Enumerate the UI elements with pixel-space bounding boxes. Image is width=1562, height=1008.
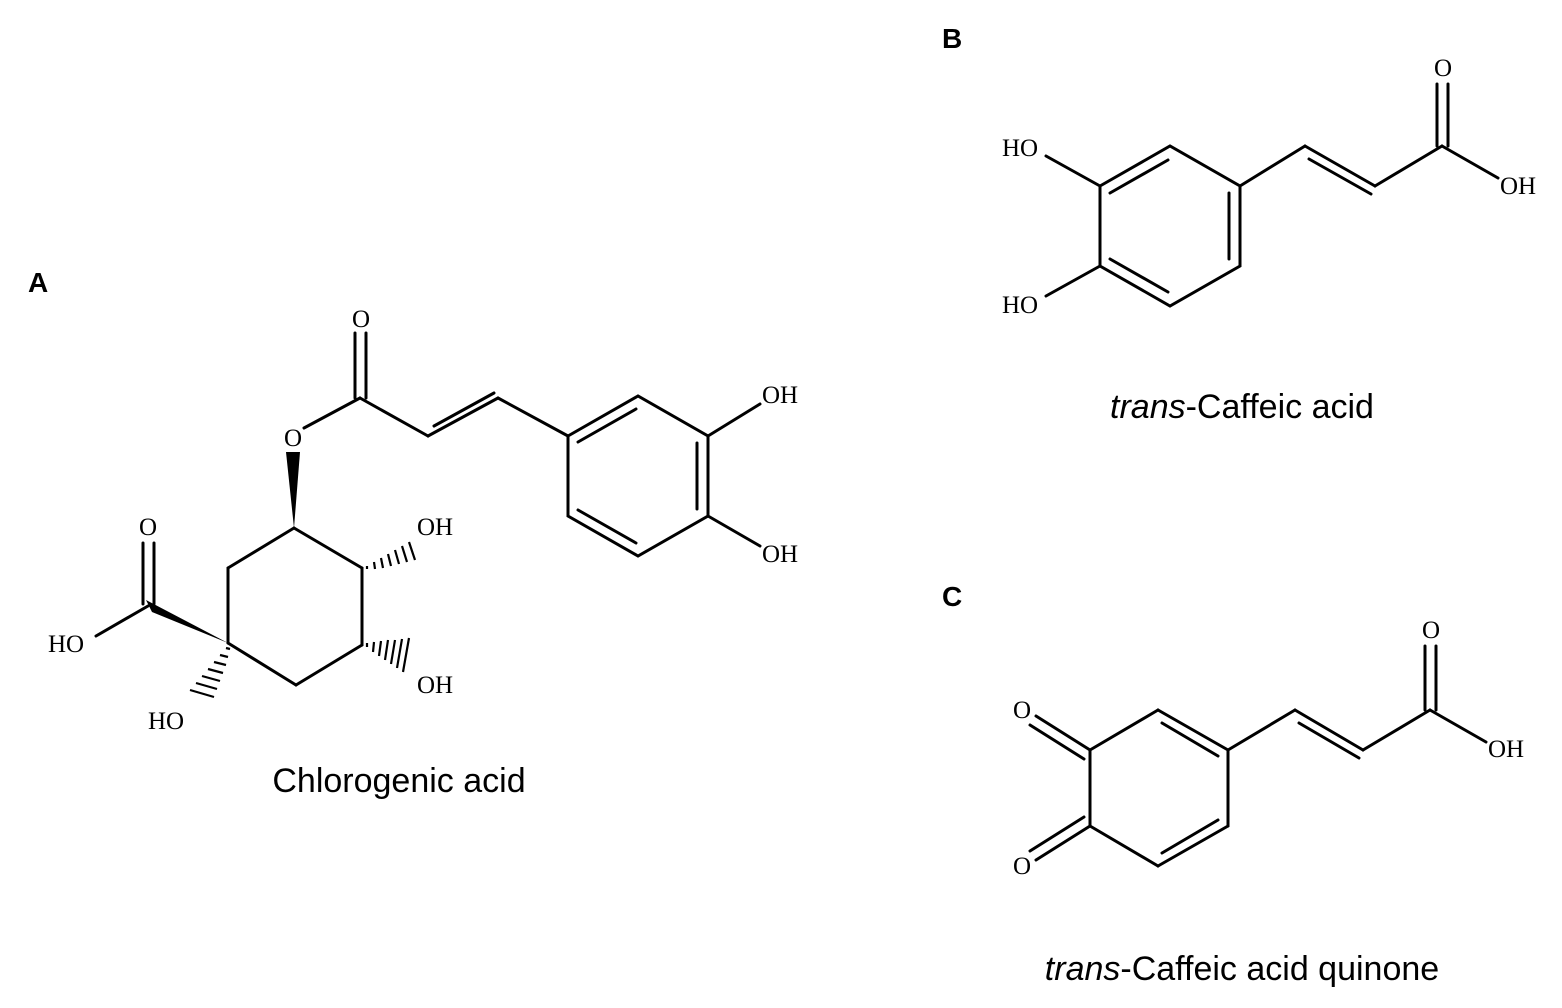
structure-trans-caffeic-acid-quinone: O OH O O xyxy=(1013,617,1524,880)
compound-name-italic-prefix: trans xyxy=(1110,388,1186,426)
atom-label-acid-oh: OH xyxy=(1488,736,1524,763)
compound-name-rest: -Caffeic acid quinone xyxy=(1120,950,1439,988)
structure-trans-caffeic-acid: O OH HO HO xyxy=(1002,55,1536,319)
atom-label-oh-4: OH xyxy=(762,541,798,568)
atom-label-carbonyl-o: O xyxy=(1422,617,1440,644)
compound-name-rest: -Caffeic acid xyxy=(1186,388,1374,426)
compound-name-trans-caffeic-acid: trans-Caffeic acid xyxy=(1110,388,1374,426)
atom-label-ho-quaternary: HO xyxy=(148,708,184,735)
atom-label-oh-3: OH xyxy=(762,382,798,409)
atom-label-ester-o: O xyxy=(284,425,302,452)
atom-label-oh-ring-upper: OH xyxy=(417,514,453,541)
hashed-bond-ho-quaternary xyxy=(189,646,231,699)
atom-label-quinone-o-upper: O xyxy=(1013,697,1031,724)
atom-label-carbonyl-o: O xyxy=(1434,55,1452,82)
hashed-bond-oh-lower xyxy=(365,637,411,673)
panel-label-c: C xyxy=(942,581,962,612)
atom-label-quinone-o-lower: O xyxy=(1013,853,1031,880)
atom-label-carbonyl-o: O xyxy=(352,306,370,333)
atom-label-acid-oh: OH xyxy=(1500,173,1536,200)
compound-name-trans-caffeic-acid-quinone: trans-Caffeic acid quinone xyxy=(1045,950,1439,988)
panel-label-b: B xyxy=(942,23,962,54)
compound-name-italic-prefix: trans xyxy=(1045,950,1121,988)
panel-label-a: A xyxy=(28,267,48,298)
atom-label-ho-3: HO xyxy=(1002,135,1038,162)
compound-name-chlorogenic-acid: Chlorogenic acid xyxy=(272,762,525,800)
hashed-bond-oh-upper xyxy=(365,541,417,570)
structure-chlorogenic-acid: O O OH OH OH OH O HO HO xyxy=(48,306,798,735)
atom-label-oh-ring-lower: OH xyxy=(417,672,453,699)
atom-label-acid-ho: HO xyxy=(48,631,84,658)
atom-label-acid-o: O xyxy=(139,514,157,541)
atom-label-ho-4: HO xyxy=(1002,292,1038,319)
